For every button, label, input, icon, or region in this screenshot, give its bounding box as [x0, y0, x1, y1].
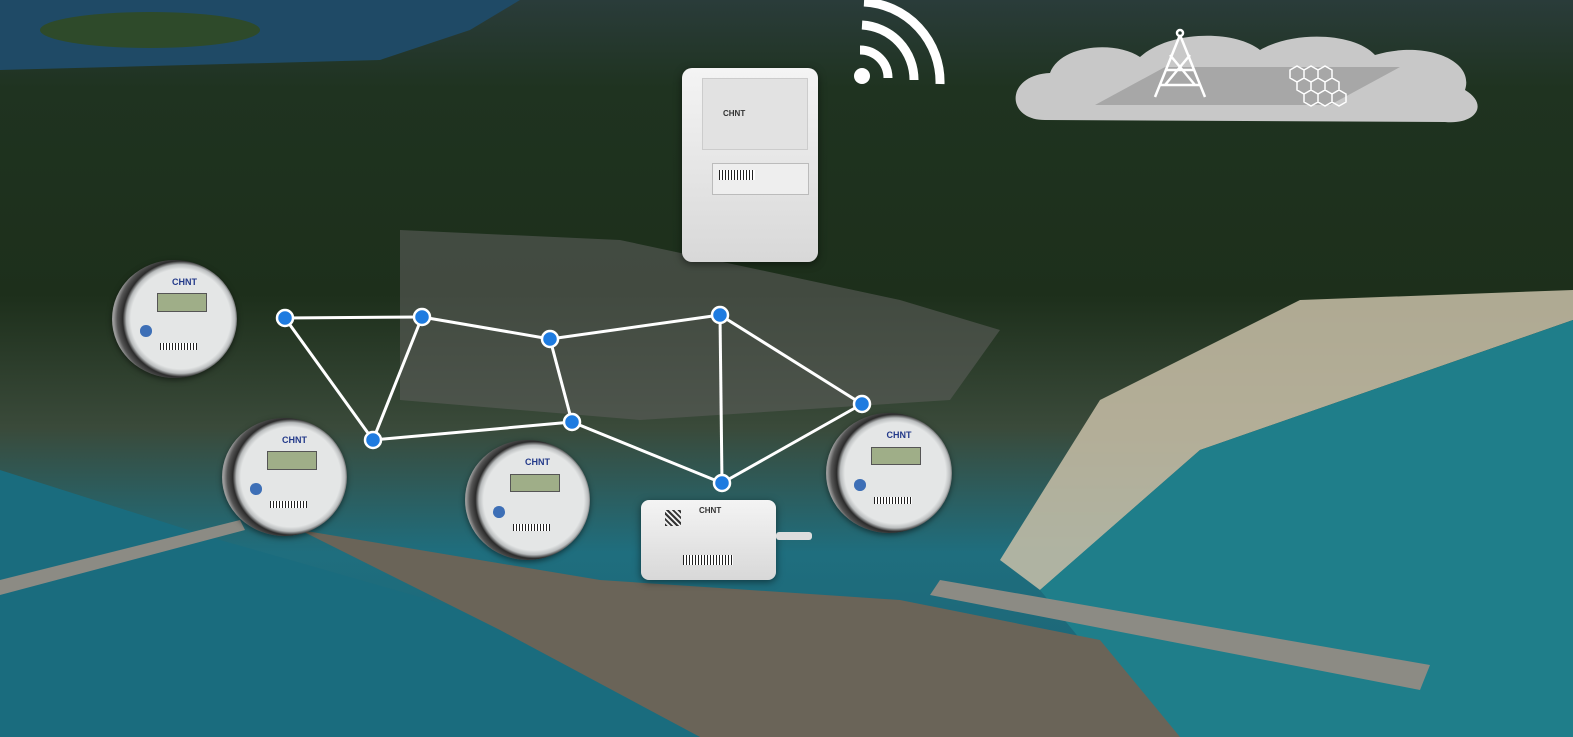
- concentrator-brand-logo: CHNT: [723, 109, 746, 118]
- data-concentrator: CHNT: [682, 68, 818, 262]
- concentrator-display-panel: CHNT: [702, 78, 808, 150]
- meter-lcd: [871, 446, 922, 466]
- barcode: [683, 555, 733, 565]
- meter-brand-logo: CHNT: [525, 456, 550, 467]
- repeater-brand-logo: CHNT: [699, 506, 722, 515]
- village: [400, 230, 1000, 420]
- mesh-link: [283, 317, 375, 441]
- mesh-link: [571, 420, 723, 485]
- cable-gland: [776, 532, 812, 540]
- meter-brand-logo: CHNT: [172, 276, 197, 287]
- barcode: [719, 170, 755, 180]
- concentrator-label: [712, 163, 809, 195]
- beach: [1000, 290, 1573, 590]
- meter-button: [853, 479, 867, 491]
- mesh-node: [562, 412, 582, 432]
- mesh-link: [549, 313, 721, 341]
- mesh-link: [421, 315, 551, 341]
- meter-lcd: [157, 293, 207, 312]
- mesh-node: [710, 305, 730, 325]
- meter-button: [492, 506, 505, 518]
- barcode: [269, 500, 307, 508]
- meter-button: [249, 482, 262, 495]
- mesh-link: [721, 402, 863, 485]
- mesh-node: [363, 430, 383, 450]
- mesh-node: [540, 329, 560, 349]
- meter-brand-logo: CHNT: [282, 434, 307, 445]
- meter-brand-logo: CHNT: [886, 429, 912, 440]
- meter-lcd: [510, 473, 560, 493]
- qr-code: [665, 510, 681, 526]
- rocky-shore: [300, 530, 1180, 737]
- mesh-link: [372, 420, 573, 442]
- smart-meter-2: CHNT: [222, 418, 347, 536]
- barcode: [512, 524, 550, 532]
- pier-left: [0, 520, 245, 595]
- mesh-link: [719, 313, 863, 406]
- pier-right: [930, 580, 1430, 690]
- mesh-node: [275, 308, 295, 328]
- mesh-link: [548, 338, 574, 423]
- cloud-network: [1015, 28, 1478, 123]
- wi-sun-repeater: CHNT: [641, 500, 776, 580]
- smart-meter-3: CHNT: [465, 440, 590, 560]
- mesh-node: [412, 307, 432, 327]
- barcode: [873, 497, 912, 505]
- mesh-node: [712, 473, 732, 493]
- meter-lcd: [267, 451, 317, 470]
- hexagon-grid-icon: [1289, 65, 1347, 107]
- islet: [40, 12, 260, 48]
- mesh-link: [718, 314, 724, 484]
- smart-meter-1: CHNT: [112, 260, 237, 378]
- mesh-link: [284, 315, 423, 320]
- wifi-signal-icon: [854, 0, 945, 85]
- mesh-link: [371, 316, 424, 441]
- mesh-node: [852, 394, 872, 414]
- barcode: [159, 342, 197, 350]
- meter-button: [139, 324, 152, 337]
- cell-tower-icon: [1153, 28, 1207, 98]
- smart-meter-4: CHNT: [826, 413, 952, 533]
